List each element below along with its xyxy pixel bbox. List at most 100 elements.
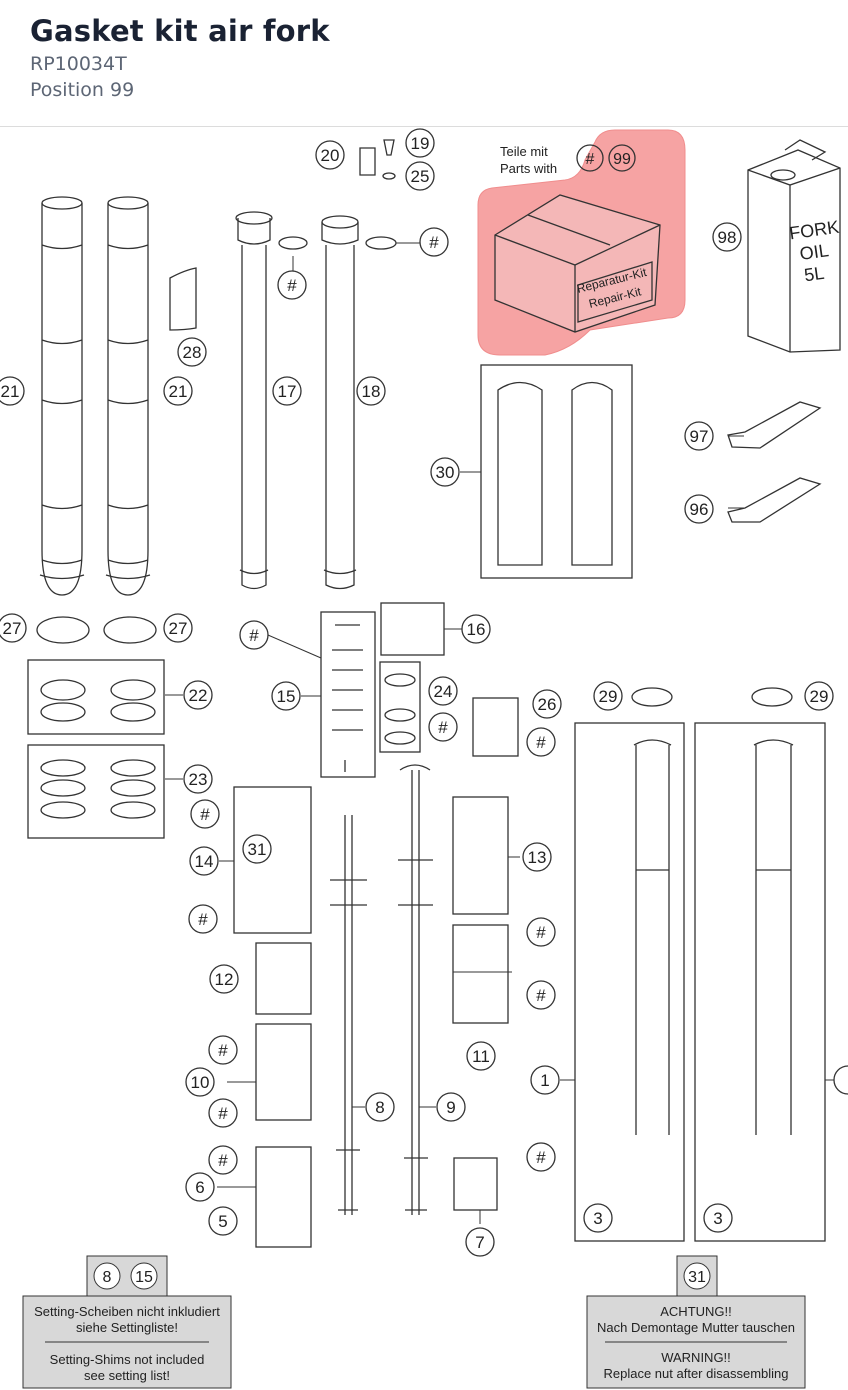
callout-hash[interactable]: # xyxy=(536,1148,546,1167)
callout-hash[interactable]: # xyxy=(218,1104,228,1123)
callout-hash[interactable]: # xyxy=(429,233,439,252)
callout-16[interactable]: 16 xyxy=(467,620,486,639)
callout-98[interactable]: 98 xyxy=(718,228,737,247)
callout-hash[interactable]: # xyxy=(536,733,546,752)
sticker-28 xyxy=(169,267,197,331)
box-6 xyxy=(255,1146,312,1248)
kit-label-de: Teile mit xyxy=(500,144,548,159)
callout-28[interactable]: 28 xyxy=(183,343,202,362)
callout-17[interactable]: 17 xyxy=(278,382,297,401)
fork-oil-can xyxy=(747,139,841,353)
callout-29[interactable]: 29 xyxy=(810,687,829,706)
callout-19[interactable]: 19 xyxy=(411,134,430,153)
callout-30[interactable]: 30 xyxy=(436,463,455,482)
callout-27[interactable]: 27 xyxy=(169,619,188,638)
callout-12[interactable]: 12 xyxy=(215,970,234,989)
callout-3[interactable]: 3 xyxy=(593,1209,602,1228)
position-label: Position 99 xyxy=(30,79,135,101)
box-10 xyxy=(255,1023,312,1121)
ring-27-left xyxy=(36,616,90,644)
note-right-en-2: Replace nut after disassembling xyxy=(604,1366,789,1381)
callout-6[interactable]: 6 xyxy=(195,1178,204,1197)
box-7 xyxy=(453,1157,498,1211)
callout-21[interactable]: 21 xyxy=(169,382,188,401)
callout-8[interactable]: 8 xyxy=(375,1098,384,1117)
kit-hash: # xyxy=(586,151,595,168)
callout-22[interactable]: 22 xyxy=(189,686,208,705)
callout-hash[interactable]: # xyxy=(438,718,448,737)
note-callout-8[interactable]: 8 xyxy=(103,1269,112,1286)
callout-hash[interactable]: # xyxy=(287,276,297,295)
rod-8 xyxy=(330,815,367,1215)
note-callout-31[interactable]: 31 xyxy=(688,1269,706,1286)
outer-tube-right xyxy=(105,196,151,596)
exploded-diagram: 20 19 25 # # 98 21 21 28 17 18 30 97 96 … xyxy=(0,128,848,1389)
callout-hash[interactable]: # xyxy=(200,805,210,824)
oil-can-text-3: 5L xyxy=(803,263,826,286)
part-number: RP10034T xyxy=(30,53,127,75)
box-14 xyxy=(233,786,312,934)
callout-11[interactable]: 11 xyxy=(472,1047,490,1066)
callout-hash[interactable]: # xyxy=(536,986,546,1005)
callout-29[interactable]: 29 xyxy=(599,687,618,706)
callout-24[interactable]: 24 xyxy=(434,682,453,701)
callout-97[interactable]: 97 xyxy=(690,427,709,446)
callout-15[interactable]: 15 xyxy=(277,687,296,706)
callout-23[interactable]: 23 xyxy=(189,770,208,789)
callout-1[interactable]: 1 xyxy=(540,1071,549,1090)
callout-27[interactable]: 27 xyxy=(3,619,22,638)
callout-hash[interactable]: # xyxy=(218,1151,228,1170)
callout-hash[interactable]: # xyxy=(198,910,208,929)
note-left-de-1: Setting-Scheiben nicht inkludiert xyxy=(34,1304,220,1319)
box-13 xyxy=(452,796,509,915)
callout-31[interactable]: 31 xyxy=(248,840,267,859)
note-left-en-1: Setting-Shims not included xyxy=(50,1352,205,1367)
tube-18 xyxy=(321,139,397,590)
grease-tube-96 xyxy=(727,477,822,523)
callout-96[interactable]: 96 xyxy=(690,500,709,519)
note-left-de-2: siehe Settingliste! xyxy=(76,1320,178,1335)
callout-10[interactable]: 10 xyxy=(191,1073,210,1092)
callout-5[interactable]: 5 xyxy=(218,1212,227,1231)
callout-3[interactable]: 3 xyxy=(713,1209,722,1228)
callout-7[interactable]: 7 xyxy=(475,1233,484,1252)
kit-number[interactable]: 99 xyxy=(613,151,631,168)
header-divider xyxy=(0,126,848,127)
grease-tube-97 xyxy=(727,401,822,449)
page-header: Gasket kit air fork RP10034T Position 99 xyxy=(0,0,848,126)
callout-20[interactable]: 20 xyxy=(321,146,340,165)
note-right-de-2: Nach Demontage Mutter tauschen xyxy=(597,1320,795,1335)
callout-25[interactable]: 25 xyxy=(411,167,430,186)
fork-leg-right-box xyxy=(694,722,826,1242)
ring-27-right xyxy=(103,616,157,644)
box-24 xyxy=(379,661,421,753)
callout-26[interactable]: 26 xyxy=(538,695,557,714)
oil-can-text-2: OIL xyxy=(798,240,830,264)
note-callout-15[interactable]: 15 xyxy=(135,1269,153,1286)
callout-14[interactable]: 14 xyxy=(195,852,214,871)
box-23 xyxy=(27,744,165,839)
note-right xyxy=(586,1255,806,1389)
callout-hash[interactable]: # xyxy=(249,626,259,645)
fork-leg-left-box xyxy=(574,722,685,1242)
box-22 xyxy=(27,659,165,735)
callout-13[interactable]: 13 xyxy=(528,848,547,867)
callout-hash[interactable]: # xyxy=(218,1041,228,1060)
box-11 xyxy=(452,924,509,1024)
note-left-en-2: see setting list! xyxy=(84,1368,170,1383)
box-15 xyxy=(320,611,376,778)
callout-hash[interactable]: # xyxy=(536,923,546,942)
box-12 xyxy=(255,942,312,1015)
note-right-de-1: ACHTUNG!! xyxy=(660,1304,732,1319)
callout-21[interactable]: 21 xyxy=(1,382,20,401)
callout-9[interactable]: 9 xyxy=(446,1098,455,1117)
repair-kit-box xyxy=(494,194,661,333)
tube-17 xyxy=(235,211,308,590)
note-left xyxy=(22,1255,232,1389)
fork-guards xyxy=(480,364,633,579)
box-26 xyxy=(472,697,519,757)
callout-18[interactable]: 18 xyxy=(362,382,381,401)
box-16 xyxy=(380,602,445,656)
repair-kit-highlight[interactable] xyxy=(477,129,686,356)
kit-label-en: Parts with xyxy=(500,161,557,176)
